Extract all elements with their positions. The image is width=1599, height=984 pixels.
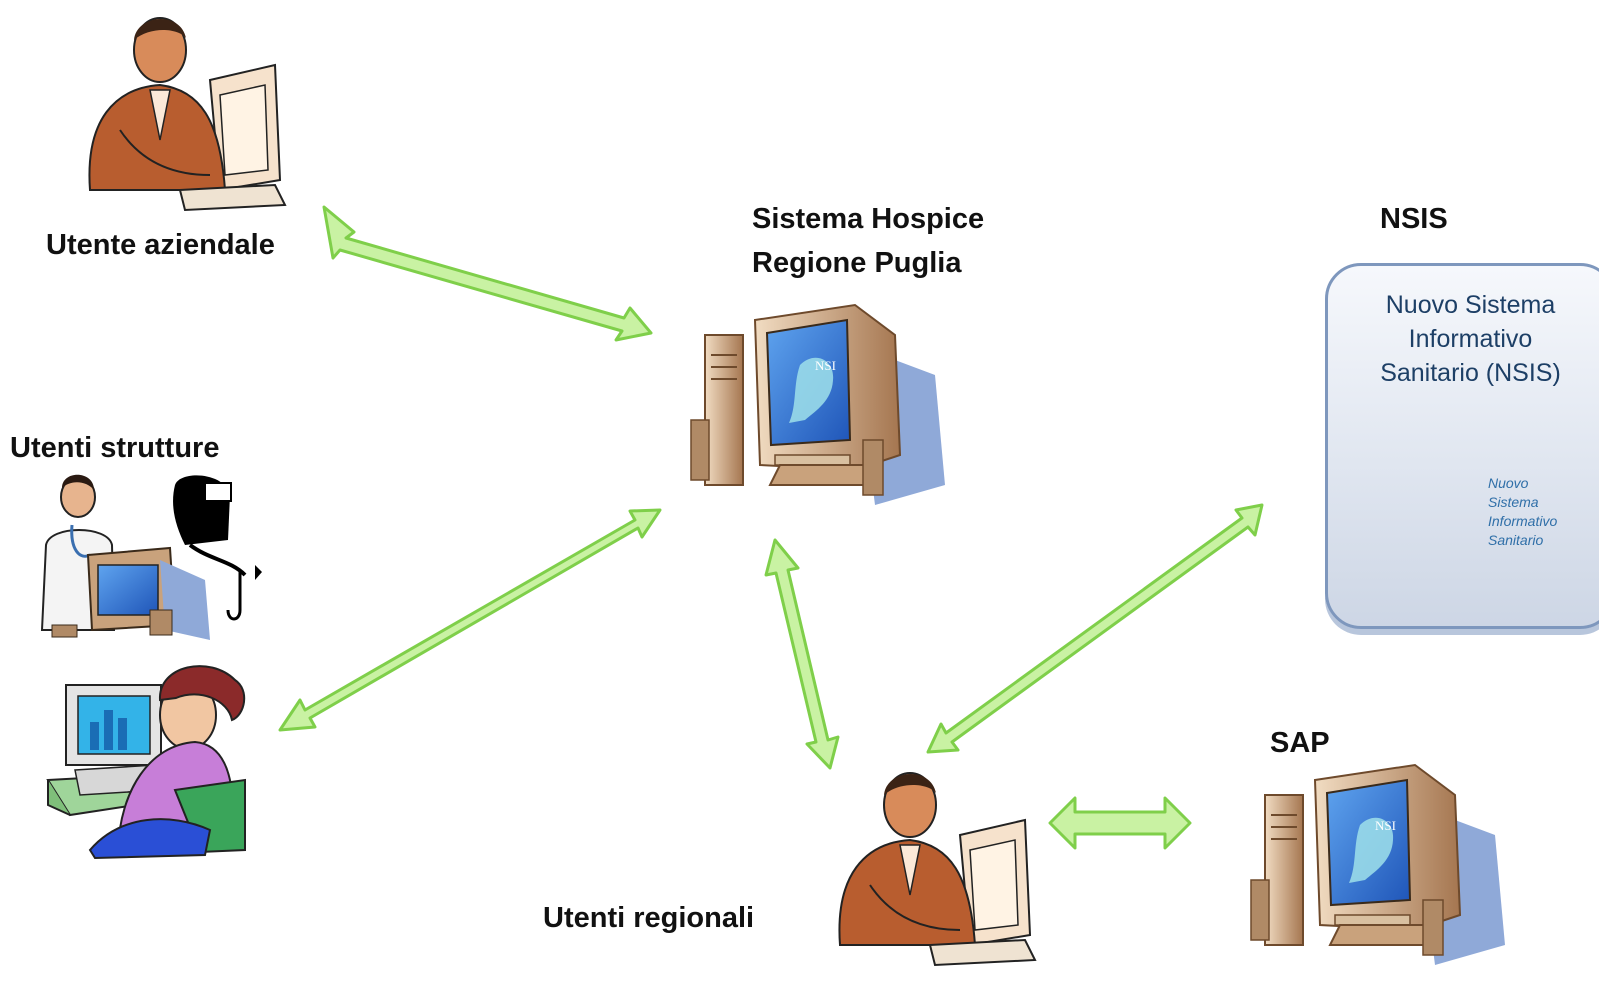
- arrows: [278, 205, 1264, 850]
- nsis-logo-line: Informativo: [1488, 513, 1558, 529]
- nsis-card: Nuovo Sistema Informativo Sanitario (NSI…: [1325, 263, 1599, 629]
- nsis-title-line: Sanitario (NSIS): [1380, 359, 1561, 387]
- utenti-regionali-icon: [838, 772, 1036, 966]
- sap-computer-icon: NSI: [1250, 764, 1506, 966]
- label-nsis: NSIS: [1380, 203, 1448, 235]
- sistema-screen-text: NSI: [815, 358, 836, 373]
- arrow-nsis-regionali: [926, 503, 1264, 754]
- label-sistema-hospice-line2: Regione Puglia: [752, 247, 962, 279]
- label-utenti-strutture: Utenti strutture: [10, 432, 220, 464]
- arrow-regionali-sap: [1048, 796, 1192, 850]
- nsis-title-line: Nuovo Sistema: [1385, 291, 1556, 319]
- nsis-title-line: Informativo: [1408, 325, 1533, 353]
- label-utente-aziendale: Utente aziendale: [46, 229, 275, 261]
- nsis-logo-line: Nuovo: [1488, 475, 1529, 491]
- sap-screen-text: NSI: [1375, 818, 1396, 833]
- label-sistema-hospice-line1: Sistema Hospice: [752, 203, 985, 235]
- utente-struttura-woman-icon: [46, 665, 246, 860]
- nsis-logo-text: Nuovo Sistema Informativo Sanitario: [1488, 474, 1557, 550]
- label-utenti-regionali: Utenti regionali: [543, 902, 755, 934]
- arrow-sistema-regionali: [764, 538, 840, 770]
- nsis-card-title: Nuovo Sistema Informativo Sanitario (NSI…: [1328, 288, 1599, 390]
- sistema-hospice-computer-icon: NSI: [690, 304, 946, 506]
- nsis-logo-line: Sanitario: [1488, 532, 1544, 548]
- utenti-strutture-doctors-icon: [40, 474, 262, 640]
- arrow-strutture-sistema: [278, 508, 662, 732]
- arrow-aziendale-sistema: [322, 205, 653, 342]
- utente-aziendale-icon: [88, 17, 287, 211]
- label-sap: SAP: [1270, 727, 1330, 759]
- nsis-logo-line: Sistema: [1488, 494, 1539, 510]
